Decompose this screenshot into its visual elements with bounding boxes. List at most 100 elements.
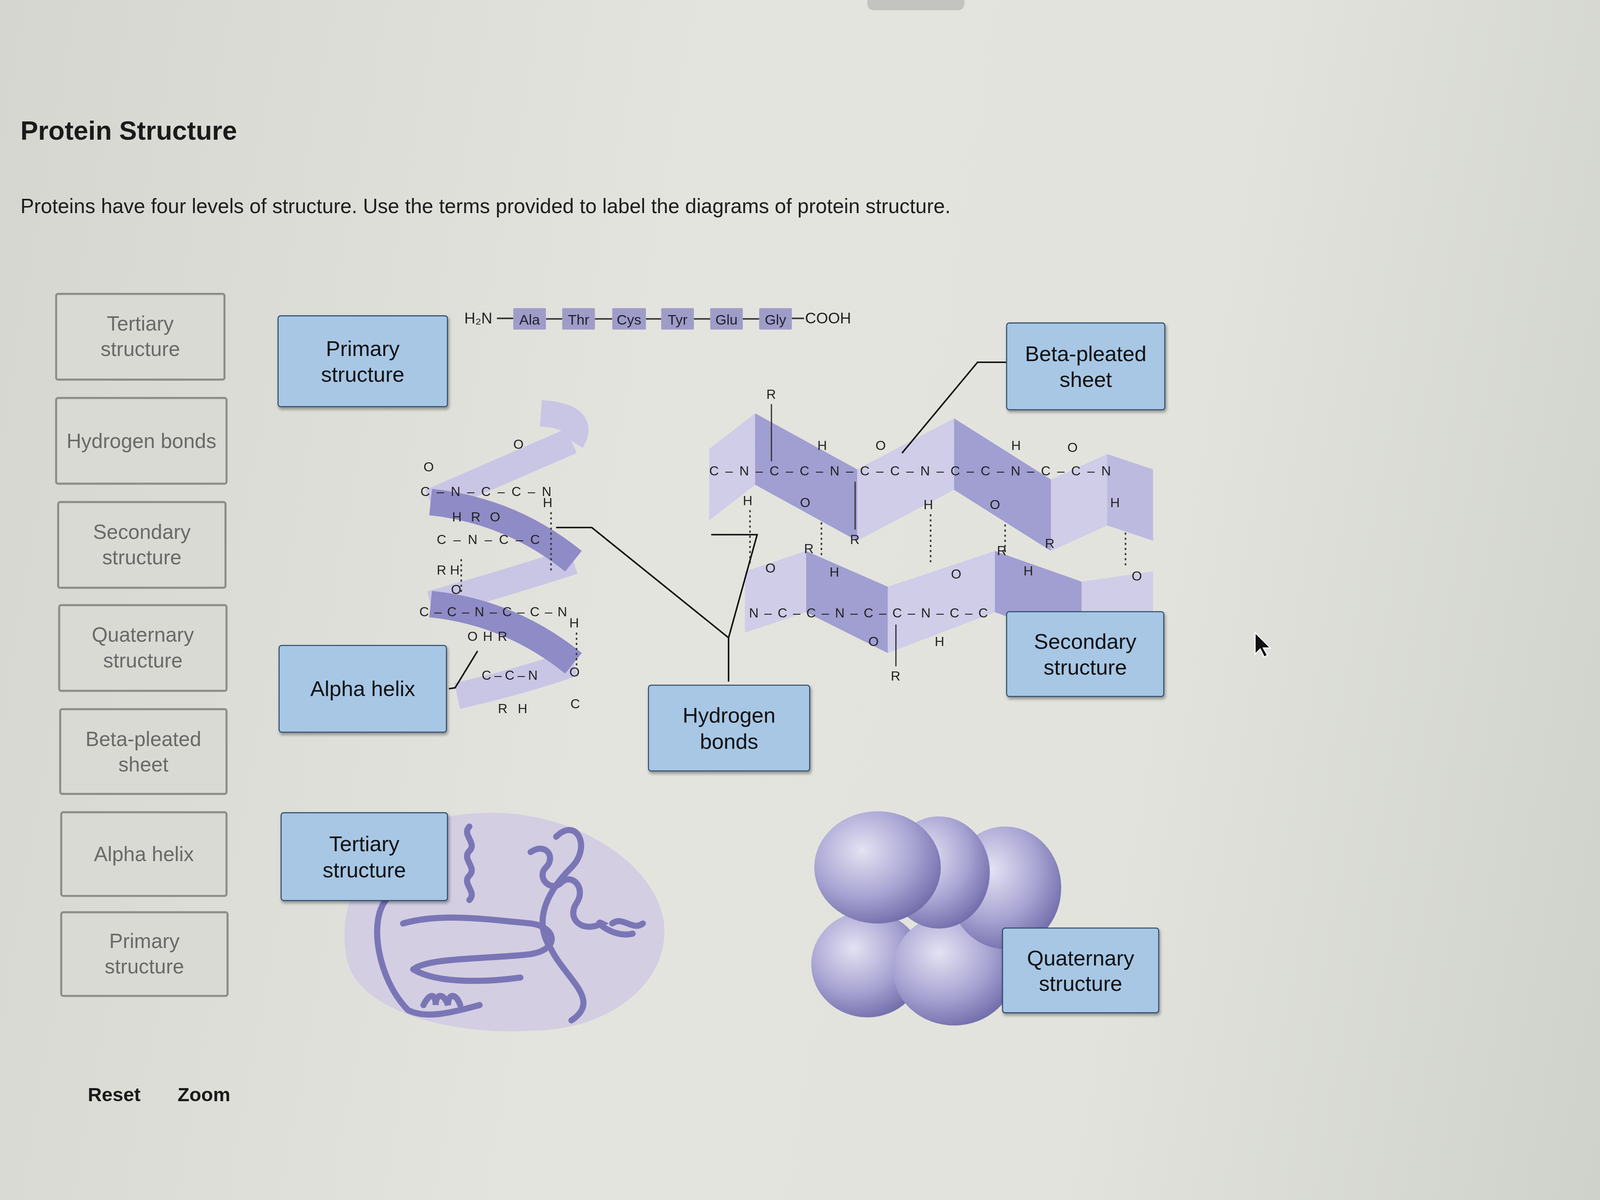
atom-label: O — [951, 567, 962, 581]
peptide-bond-connector — [645, 318, 662, 320]
button-link: Reset — [87, 1084, 141, 1104]
bond-lines — [771, 403, 897, 667]
atom-label: H — [934, 634, 945, 648]
atom-label: R H — [436, 563, 460, 577]
quaternary-structure-illustration-part — [814, 811, 941, 924]
window-tab — [867, 0, 965, 11]
atom-label: H — [1110, 496, 1120, 510]
beta-sheet-ribbon-part — [953, 418, 1051, 551]
peptide-bond-part — [496, 317, 514, 320]
box-text: Quaternary structure — [68, 622, 218, 674]
atom-label: H — [542, 496, 553, 510]
leader-line-part — [711, 534, 758, 638]
tertiary-structure-illustration-part-part — [612, 921, 643, 926]
hydrogen-bond-dots-part — [575, 632, 578, 666]
atom-label: O — [868, 634, 879, 648]
hydrogen-bond-dots-part — [550, 512, 552, 572]
leader-line — [448, 362, 1006, 689]
instruction-text: Proteins have four levels of structure. … — [20, 196, 951, 217]
atom-label: H R O — [451, 510, 504, 524]
beta-sheet-ribbon-part — [744, 551, 806, 633]
atom-label: O — [800, 496, 811, 510]
atom-label: R H — [498, 701, 531, 716]
terminal-group: H₂N — [464, 310, 493, 326]
box-text: Alpha helix — [94, 841, 195, 867]
box-text: Beta-pleated sheet — [69, 726, 218, 778]
hydrogen-bond-dots-part — [929, 514, 932, 564]
bond-lines-part — [854, 481, 856, 530]
terminal-group: COOH — [805, 310, 852, 326]
atom-label: O H R — [467, 629, 509, 643]
peptide-bond-part — [791, 317, 804, 320]
atom-label: C–C–N–C–C–N — [419, 605, 573, 619]
atom-label: H — [829, 565, 840, 579]
atom-label: O — [765, 561, 776, 575]
atom-label: R — [766, 387, 776, 401]
box-text: Secondary structure — [1015, 628, 1156, 681]
box-text: Thr — [567, 311, 590, 327]
bond-lines-part — [895, 624, 897, 667]
atom-label: R — [996, 544, 1007, 558]
atom-label: C–N–C–C — [436, 532, 548, 546]
box-text: Primary structure — [286, 335, 439, 388]
amino-acid: Gly — [759, 308, 792, 330]
answer-label: Beta-pleated sheet — [1005, 322, 1166, 411]
amino-acid: Glu — [710, 308, 743, 330]
box-text: Quaternary structure — [1011, 944, 1150, 997]
alpha-helix-ribbon — [430, 413, 576, 696]
peptide-bond-connector — [594, 318, 612, 320]
atom-label: O — [1067, 440, 1078, 454]
atom-label: R — [803, 541, 814, 555]
atom-label: C–N–C–C–N–C–C–N–C–C–N–C–C–N — [709, 464, 1118, 478]
atom-label: C–N–C–C–N — [420, 484, 558, 498]
mouse-cursor — [1255, 632, 1271, 658]
term-tile: Primary structure — [60, 911, 229, 997]
term-tile: Beta-pleated sheet — [59, 708, 228, 796]
amino-acid: Thr — [562, 308, 595, 330]
answer-label: Hydrogen bonds — [648, 684, 811, 772]
peptide-bond-connector — [694, 318, 711, 320]
term-tile: Secondary structure — [57, 501, 227, 589]
answer-label: Quaternary structure — [1001, 927, 1160, 1014]
box-text: Tertiary structure — [65, 311, 216, 363]
tertiary-structure-illustration-part-part — [403, 917, 552, 970]
atom-label: H — [817, 438, 827, 452]
atom-label: O — [423, 460, 434, 474]
atom-label: R — [850, 532, 860, 546]
term-tile: Tertiary structure — [55, 292, 226, 381]
atom-label: H — [569, 616, 579, 630]
peptide-bond-connector — [546, 318, 563, 320]
leader-line-part — [901, 362, 1006, 454]
peptide-bond-connector — [742, 318, 760, 320]
answer-label: Tertiary structure — [280, 812, 449, 902]
box-text: Tyr — [667, 311, 688, 327]
atom-label: C–C–N — [481, 668, 541, 682]
alpha-helix-ribbon-part — [430, 501, 574, 562]
term-tile: Hydrogen bonds — [55, 396, 228, 485]
atom-label: R — [1044, 536, 1055, 550]
beta-sheet-ribbon-part — [887, 551, 995, 654]
tertiary-structure-illustration-part-part — [467, 826, 472, 900]
amino-acid: Ala — [513, 308, 546, 330]
answer-label: Secondary structure — [1005, 611, 1165, 697]
box-text: Gly — [764, 311, 787, 327]
box-text: Alpha helix — [310, 675, 416, 702]
box-text: Hydrogen bonds — [66, 428, 217, 454]
answer-label: Primary structure — [277, 315, 448, 408]
atom-label: O — [1131, 569, 1143, 583]
bond-lines-part — [770, 403, 772, 462]
atom-label: H — [742, 494, 753, 508]
hydrogen-bond-dots-part — [749, 510, 751, 564]
alpha-helix-ribbon-part — [457, 663, 574, 696]
atom-label: O — [569, 665, 580, 679]
box-text: Tertiary structure — [289, 830, 439, 883]
answer-label: Alpha helix — [278, 644, 447, 733]
term-tile: Alpha helix — [60, 811, 228, 897]
atom-label: C — [570, 696, 580, 710]
atom-label: H — [1023, 564, 1033, 578]
box-text: Secondary structure — [67, 519, 217, 571]
leader-line-part — [448, 651, 478, 689]
page-title: Protein Structure — [20, 115, 237, 148]
